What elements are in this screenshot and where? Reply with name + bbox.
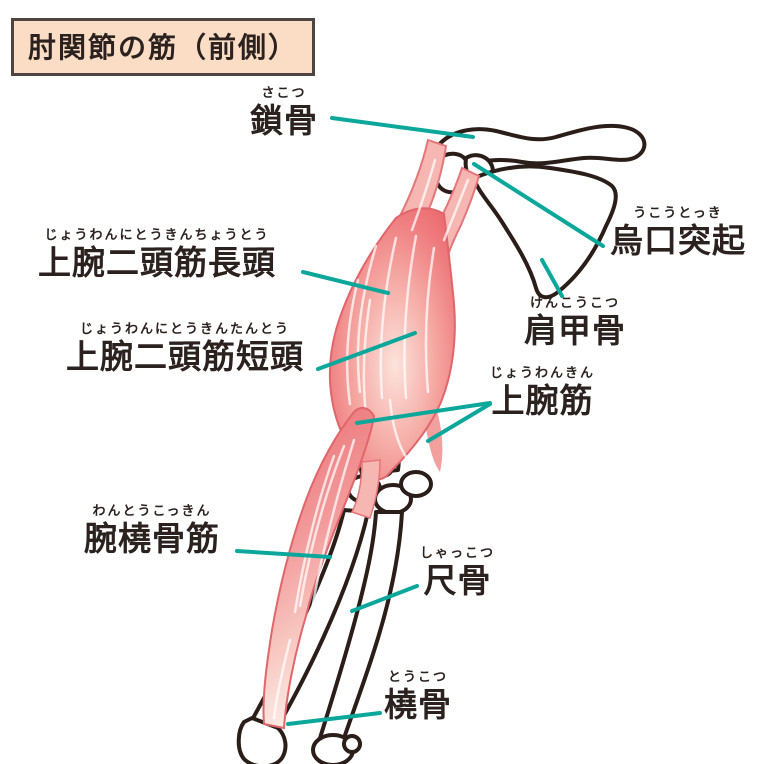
furigana-biceps-short-head: じょうわんにとうきんたんとう: [79, 322, 290, 337]
furigana-radius: とうこつ: [387, 670, 448, 685]
kanji-brachialis: 上腕筋: [491, 380, 594, 420]
leader-line-biceps-long-head: [301, 270, 390, 295]
leader-line-scapula: [540, 258, 564, 298]
leader-line-coracoid-process: [472, 162, 605, 248]
leader-line-clavicle: [330, 116, 475, 139]
kanji-coracoid-process: 烏口突起: [610, 220, 746, 260]
kanji-radius: 橈骨: [384, 684, 452, 724]
label-biceps-long-head: じょうわんにとうきんちょうとう 上腕二頭筋長頭: [38, 228, 276, 283]
furigana-coracoid-process: うこうとっき: [633, 206, 723, 221]
furigana-brachialis: じょうわんきん: [490, 366, 596, 381]
humerus-epicondyle-shape: [399, 470, 433, 498]
kanji-biceps-long-head: 上腕二頭筋長頭: [38, 242, 276, 282]
furigana-brachioradialis: わんとうこっきん: [92, 504, 212, 519]
leader-line-ulna: [350, 584, 419, 613]
kanji-biceps-short-head: 上腕二頭筋短頭: [66, 336, 304, 376]
furigana-ulna: しゃっこつ: [420, 546, 496, 561]
brachioradialis-fiber-streaks: [272, 438, 356, 720]
label-clavicle: さこつ 鎖骨: [250, 86, 318, 141]
leader-line-brachialis-upper: [355, 401, 492, 425]
leader-line-brachialis-lower: [426, 402, 492, 443]
furigana-scapula: けんこうこつ: [529, 296, 620, 311]
kanji-brachioradialis: 腕橈骨筋: [84, 518, 220, 558]
furigana-biceps-long-head: じょうわんにとうきんちょうとう: [44, 228, 270, 243]
biceps-fiber-streaks: [345, 158, 470, 462]
brachioradialis-shape: [262, 406, 376, 730]
kanji-scapula: 肩甲骨: [524, 310, 626, 350]
label-ulna: しゃっこつ 尺骨: [420, 546, 495, 601]
scapula-bone-shape: [472, 164, 618, 300]
page-title: 肘関節の筋（前側）: [11, 18, 316, 76]
leader-lines: [235, 116, 605, 726]
leader-line-biceps-short-head: [316, 331, 417, 371]
leader-line-brachioradialis: [235, 549, 332, 559]
kanji-ulna: 尺骨: [423, 560, 492, 600]
label-coracoid-process: うこうとっき 烏口突起: [610, 206, 746, 261]
leader-line-radius: [286, 711, 382, 726]
furigana-clavicle: さこつ: [261, 86, 307, 101]
label-brachialis: じょうわんきん 上腕筋: [490, 366, 595, 421]
ulna-styloid-shape: [342, 734, 362, 754]
label-radius: とうこつ 橈骨: [384, 670, 452, 725]
label-brachioradialis: わんとうこっきん 腕橈骨筋: [84, 504, 220, 559]
label-scapula: けんこうこつ 肩甲骨: [524, 296, 626, 351]
biceps-distal-tendon-shape: [350, 459, 381, 519]
radius-wrist-end-shape: [236, 716, 288, 764]
kanji-clavicle: 鎖骨: [250, 100, 318, 140]
label-biceps-short-head: じょうわんにとうきんたんとう 上腕二頭筋短頭: [66, 322, 304, 377]
